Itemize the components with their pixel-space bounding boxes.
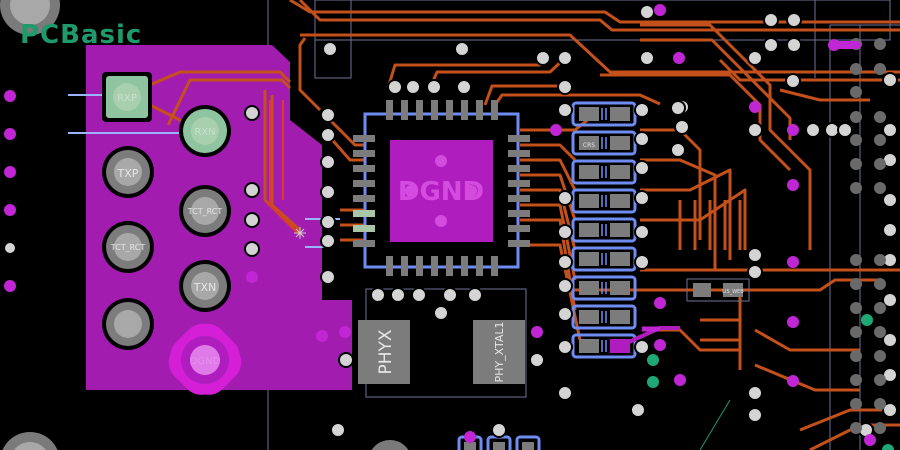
component-phyx[interactable] <box>358 320 410 384</box>
pcbasic-logo: PCBasic <box>20 20 143 50</box>
pin-label-tct-rct-1: TCT_RCT <box>187 207 223 216</box>
pin-label-rxn: RXN <box>194 127 215 138</box>
mounting-holes <box>0 0 409 450</box>
cursor-crosshair-icon <box>294 227 306 239</box>
ic-pins-right <box>508 135 530 247</box>
component-lis-web[interactable] <box>686 278 750 302</box>
vias-gray <box>3 4 898 438</box>
pin-label-rxp: RXP <box>117 93 137 104</box>
phy-xtal1-label: PHY_XTAL1 <box>493 322 506 383</box>
ic-pad-label: DGND <box>398 177 484 207</box>
vias-bga-gray <box>850 38 886 434</box>
lis-web-label: LIS_WEB <box>722 289 744 295</box>
trace-highlight <box>269 100 301 236</box>
board-labels: TXP TCT_RCT TCT_RCT TXN RXP RXN DGND DGN… <box>110 93 745 382</box>
ic-pins-left <box>353 135 375 247</box>
component-phy-xtal1[interactable] <box>473 320 525 384</box>
qfn-ic[interactable] <box>353 100 530 276</box>
dgnd-thermal-pad[interactable] <box>160 315 249 403</box>
guide-line <box>699 399 731 450</box>
connector-rj45[interactable] <box>102 72 250 403</box>
vias-magenta <box>4 4 876 446</box>
pin-label-tct-rct-2: TCT_RCT <box>110 243 146 252</box>
ratsnest-lines <box>68 94 340 248</box>
ic-pins-top <box>386 100 498 120</box>
phyx-label: PHYX <box>376 329 396 374</box>
vias-green <box>647 314 894 450</box>
dgnd-pad-label: DGND <box>190 356 221 367</box>
ic-pins-bottom <box>386 256 498 276</box>
resistor-label-crs: CRS <box>583 142 595 149</box>
pin-label-txp: TXP <box>117 167 139 180</box>
pin-label-txn: TXN <box>193 281 216 294</box>
